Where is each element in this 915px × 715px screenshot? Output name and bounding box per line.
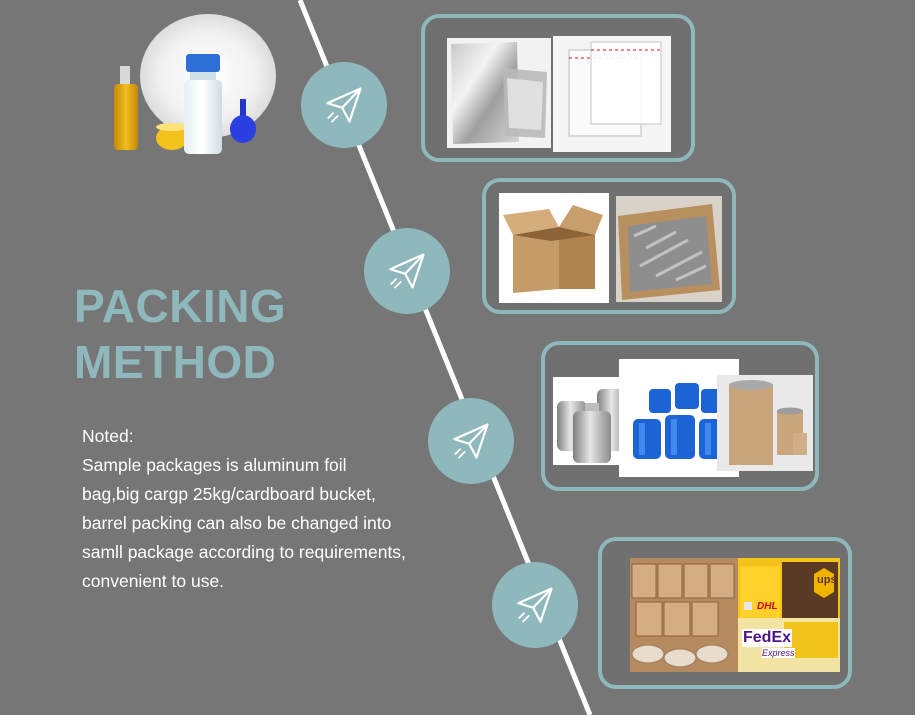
photo-zip-bags [553,36,671,152]
packing-note: Noted: Sample packages is aluminum foil … [82,422,442,596]
photo-warehouse-drums [630,558,740,672]
paper-plane-icon [517,587,553,623]
paper-plane-icon [389,253,425,289]
step-circle-3 [428,398,514,484]
logo-ups: ups [817,574,837,586]
note-line: bag,big cargp 25kg/cardboard bucket, [82,484,376,504]
logo-dhl: DHL [757,601,778,612]
frame-cardboard-boxes [482,178,736,314]
photo-carton-with-bags [616,196,722,302]
title-line-1: PACKING [74,280,287,332]
frame-shipping: DHL ups FedEx Express [598,537,852,689]
step-circle-2 [364,228,450,314]
photo-fiber-drums [717,375,813,471]
logo-fedex: FedEx [742,629,793,647]
frame-drums-barrels [541,341,819,491]
frame-foil-bags [421,14,695,162]
photo-open-carton [499,193,609,303]
step-circle-4 [492,562,578,648]
note-line: samll package according to requirements, [82,542,406,562]
photo-aluminum-foil-bag [447,38,551,148]
product-photo [108,14,278,159]
note-line: convenient to use. [82,571,225,591]
note-line: Noted: [82,426,134,446]
page-title: PACKING METHOD [74,278,286,390]
step-circle-1 [301,62,387,148]
note-line: Sample packages is aluminum foil [82,455,347,475]
photo-courier-logos [738,558,840,672]
title-line-2: METHOD [74,336,277,388]
note-line: barrel packing can also be changed into [82,513,392,533]
paper-plane-icon [453,423,489,459]
logo-express: Express [762,648,795,658]
paper-plane-icon [326,87,362,123]
